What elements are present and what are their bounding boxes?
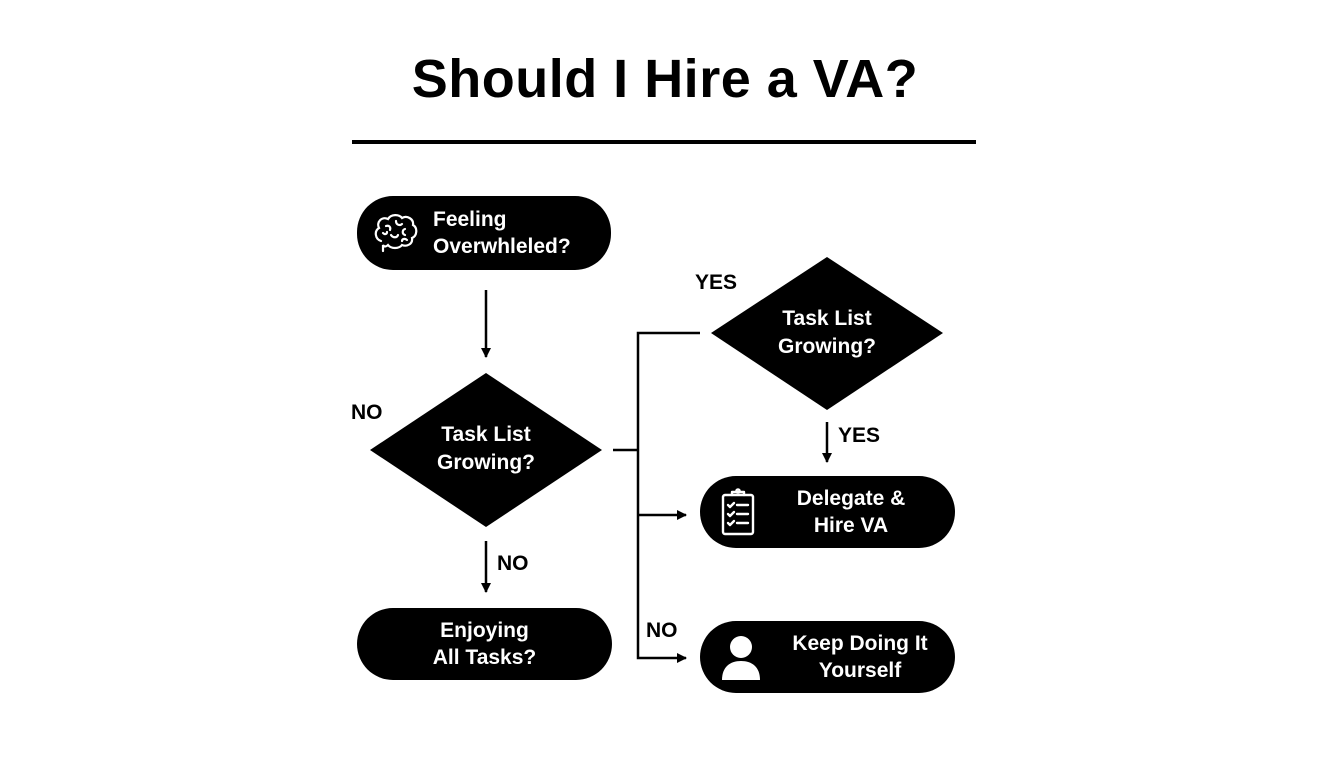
delegate-hire-va-node: Delegate & Hire VA [700, 476, 955, 548]
keep-line1: Keep Doing It [792, 632, 928, 655]
page-title: Should I Hire a VA? [411, 49, 919, 109]
decision-left-line1: Task List [441, 423, 531, 446]
start-node-line1: Feeling [433, 208, 507, 231]
label-yes-top: YES [695, 271, 738, 294]
label-yes-down: YES [838, 424, 881, 447]
enjoying-line2: All Tasks? [432, 646, 537, 669]
enjoying-line1: Enjoying [440, 619, 529, 642]
decision-left-line2: Growing? [437, 451, 535, 474]
decision-right-line2: Growing? [778, 335, 876, 358]
keep-doing-it-yourself-node: Keep Doing It Yourself [700, 621, 955, 693]
decision-diamond-right [711, 257, 943, 410]
decision-left-text: Task List Growing? [406, 421, 566, 477]
start-node-feeling-overwhelmed: Feeling Overwhleled? [357, 196, 611, 270]
start-node-line2: Overwhleled? [433, 235, 571, 258]
title-underline [352, 140, 976, 144]
decision-diamond-left [370, 373, 602, 527]
delegate-line2: Hire VA [813, 514, 889, 537]
label-no-down: NO [497, 552, 529, 575]
decision-right-text: Task List Growing? [747, 305, 907, 361]
enjoying-all-tasks-node: Enjoying All Tasks? [357, 608, 612, 680]
label-no-left: NO [351, 401, 383, 424]
brain-icon [371, 211, 421, 255]
keep-line2: Yourself [818, 659, 902, 682]
delegate-line1: Delegate & [796, 487, 906, 510]
clipboard-checklist-icon [720, 488, 756, 536]
decision-right-line1: Task List [782, 307, 872, 330]
label-no-bottom: NO [646, 619, 678, 642]
user-icon [720, 634, 762, 680]
